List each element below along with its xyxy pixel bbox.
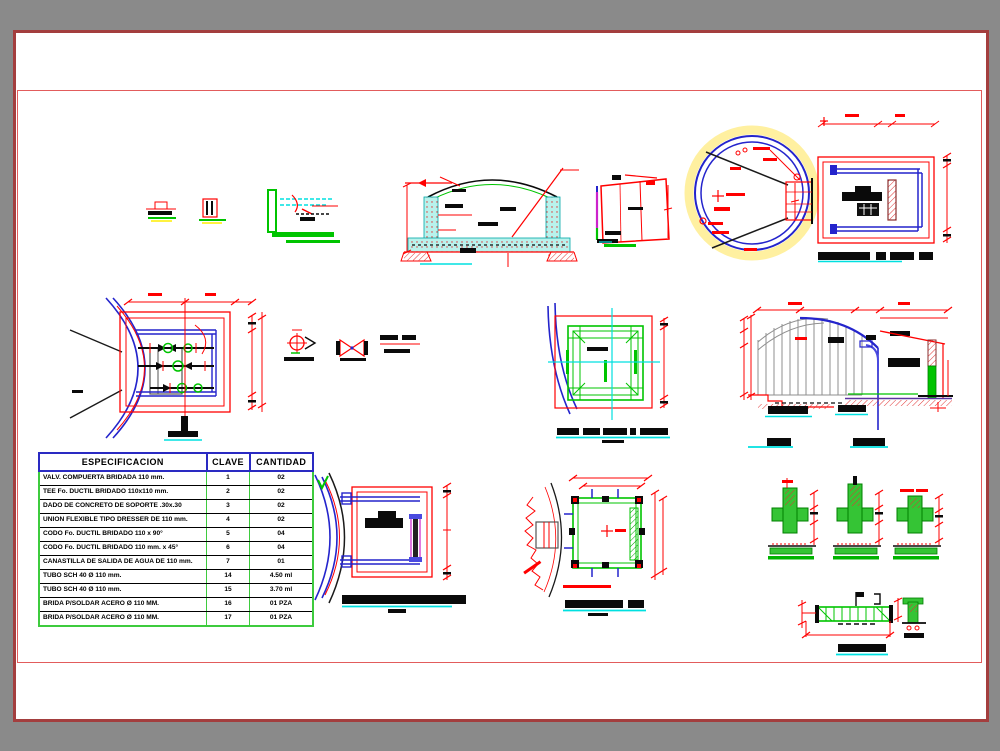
valve-house-plan <box>817 114 952 263</box>
dado-detail-2 <box>833 476 884 560</box>
especificacion-cell: TUBO SCH 40 Ø 110 mm. <box>38 583 207 598</box>
especificacion-cell: CODO Fo. DUCTIL BRIDADO 110 mm. x 45° <box>38 541 207 556</box>
cantidad-cell: 4.50 ml <box>249 569 314 584</box>
tank-cross-section <box>400 167 579 267</box>
cantidad-cell: 02 <box>249 513 314 528</box>
dado-detail-3 <box>893 489 944 560</box>
clave-cell: 6 <box>206 541 250 556</box>
table-row: CANASTILLA DE SALIDA DE AGUA DE 110 mm.7… <box>38 555 314 570</box>
chamber-footing-plan <box>523 474 668 616</box>
cantidad-cell: 04 <box>249 527 314 542</box>
clave-cell: 1 <box>206 470 250 486</box>
tank-plan-circle <box>684 117 828 261</box>
revision-check-mark <box>317 475 329 491</box>
cantidad-cell: 02 <box>249 485 314 500</box>
clave-cell: 4 <box>206 513 250 528</box>
especificacion-cell: UNION FLEXIBLE TIPO DRESSER DE 110 mm. <box>38 513 207 528</box>
foundation-slab-plan <box>547 302 670 443</box>
especificacion-cell: CANASTILLA DE SALIDA DE AGUA DE 110 mm. <box>38 555 207 570</box>
cantidad-cell: 02 <box>249 470 314 486</box>
pipe-support-detail-1 <box>146 201 176 222</box>
col-header-especificacion: ESPECIFICACION <box>38 452 208 472</box>
tank-elevation <box>739 302 953 448</box>
inlet-pipe-detail <box>267 189 340 243</box>
cantidad-cell: 04 <box>249 541 314 556</box>
especificacion-cell: TEE Fo. DUCTIL BRIDADO 110x110 mm. <box>38 485 207 500</box>
fitting-detail-coupling <box>336 338 368 361</box>
pipe-support-detail-2 <box>199 198 226 224</box>
fitting-detail-flange <box>380 335 420 353</box>
especificacion-cell: TUBO SCH 40 Ø 110 mm. <box>38 569 207 584</box>
col-header-clave: CLAVE <box>205 452 251 472</box>
beam-detail <box>797 592 895 656</box>
clave-cell: 14 <box>206 569 250 584</box>
clave-cell: 16 <box>206 597 250 612</box>
drawing-frame <box>17 90 982 663</box>
beam-section-detail <box>893 597 926 638</box>
clave-cell: 7 <box>206 555 250 570</box>
outlet-chamber-plan <box>314 472 466 613</box>
fitting-detail-gear <box>284 329 317 361</box>
dado-detail-1 <box>768 478 819 560</box>
cantidad-cell: 01 <box>249 555 314 570</box>
cantidad-cell: 01 PZA <box>249 611 314 627</box>
especificacion-cell: CODO Fo. DUCTIL BRIDADO 110 x 90° <box>38 527 207 542</box>
col-header-cantidad: CANTIDAD <box>248 452 314 472</box>
chamber-section-detail <box>595 174 673 247</box>
especificacion-cell: DADO DE CONCRETO DE SOPORTE .30x.30 <box>38 499 207 514</box>
clave-cell: 15 <box>206 583 250 598</box>
clave-cell: 5 <box>206 527 250 542</box>
especificacion-cell: BRIDA P/SOLDAR ACERO Ø 110 MM. <box>38 611 207 627</box>
especificacion-cell: BRIDA P/SOLDAR ACERO Ø 110 MM. <box>38 597 207 612</box>
clave-cell: 17 <box>206 611 250 627</box>
clave-cell: 2 <box>206 485 250 500</box>
cantidad-cell: 02 <box>249 499 314 514</box>
cantidad-cell: 3.70 ml <box>249 583 314 598</box>
cantidad-cell: 01 PZA <box>249 597 314 612</box>
valve-chamber-plan <box>69 293 267 441</box>
especificacion-cell: VALV. COMPUERTA BRIDADA 110 mm. <box>38 470 207 486</box>
clave-cell: 3 <box>206 499 250 514</box>
